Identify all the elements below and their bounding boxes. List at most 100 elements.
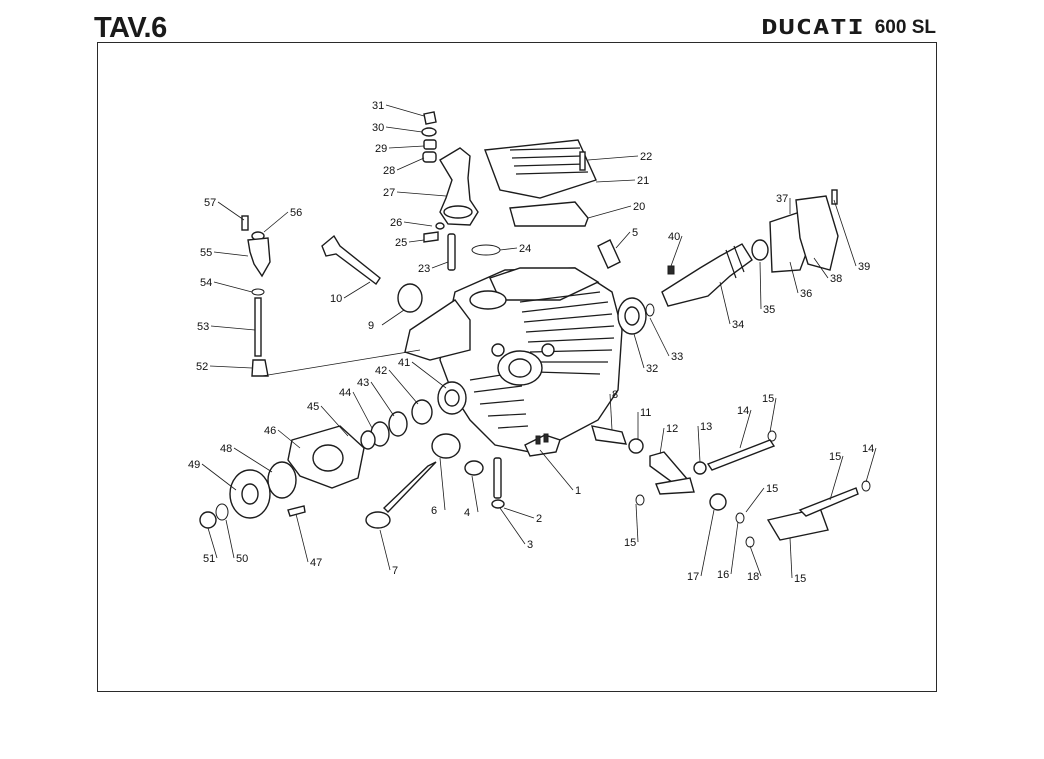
model-name: 600 SL <box>874 16 936 38</box>
callout-label-10: 10 <box>330 293 342 305</box>
callout-label-17: 17 <box>687 571 699 583</box>
callout-leaders <box>201 104 877 579</box>
callout-leader-12 <box>659 427 665 455</box>
callout-label-50: 50 <box>236 553 248 565</box>
callout-leader-52 <box>209 365 253 369</box>
callout-label-43: 43 <box>357 377 369 389</box>
callout-label-57: 57 <box>204 197 216 209</box>
callout-leader-13 <box>697 425 701 463</box>
callout-leader-41 <box>411 361 447 389</box>
callout-leader-18 <box>749 545 762 577</box>
callout-label-56: 56 <box>290 207 302 219</box>
callout-label-31: 31 <box>372 100 384 112</box>
callout-leader-29 <box>388 145 425 149</box>
camshaft-group <box>597 189 839 335</box>
callout-leader-15 <box>789 537 793 579</box>
callout-label-53: 53 <box>197 321 209 333</box>
callout-label-37: 37 <box>776 193 788 205</box>
tachometer-drive-group <box>241 215 423 377</box>
valve-and-stud-group <box>365 425 644 529</box>
callout-label-35: 35 <box>763 304 775 316</box>
callout-label-44: 44 <box>339 387 351 399</box>
callout-label-49: 49 <box>188 459 200 471</box>
callout-leader-55 <box>213 251 249 257</box>
callout-leader-15 <box>635 503 639 543</box>
callout-leader-22 <box>587 155 639 161</box>
callout-leader-27 <box>396 191 447 197</box>
callout-label-11: 11 <box>640 407 651 419</box>
callout-leader-24 <box>499 247 518 251</box>
callout-label-3: 3 <box>527 539 533 551</box>
callout-leader-50 <box>225 519 235 559</box>
callout-leader-31 <box>385 104 425 117</box>
callout-leader-17 <box>700 509 715 577</box>
callout-leader-28 <box>396 157 425 171</box>
callout-label-15: 15 <box>624 537 636 549</box>
callout-label-39: 39 <box>858 261 870 273</box>
callout-leader-5 <box>615 231 631 249</box>
callout-label-15: 15 <box>766 483 778 495</box>
callout-leader-26 <box>403 221 433 227</box>
callout-label-16: 16 <box>717 569 729 581</box>
callout-label-2: 2 <box>536 513 542 525</box>
callout-label-29: 29 <box>375 143 387 155</box>
callout-leader-9 <box>381 309 405 326</box>
valve-cover-group <box>484 139 597 227</box>
callout-leader-3 <box>499 507 526 545</box>
callout-leader-34 <box>719 281 731 325</box>
callout-leader-15 <box>829 455 844 501</box>
callout-label-48: 48 <box>220 443 232 455</box>
callout-leader-15 <box>769 397 777 433</box>
callout-label-41: 41 <box>398 357 410 369</box>
callout-leader-47 <box>295 513 309 563</box>
callout-leader-33 <box>649 317 670 357</box>
callout-label-20: 20 <box>633 201 645 213</box>
callout-leader-30 <box>385 126 423 133</box>
callout-leader-20 <box>587 205 632 219</box>
callout-label-8: 8 <box>612 389 618 401</box>
callout-leader-14 <box>865 447 877 483</box>
callout-label-7: 7 <box>392 565 398 577</box>
callout-label-25: 25 <box>395 237 407 249</box>
callout-label-12: 12 <box>666 423 678 435</box>
callout-leader-40 <box>670 235 683 267</box>
callout-label-24: 24 <box>519 243 531 255</box>
callout-label-6: 6 <box>431 505 437 517</box>
callout-leader-35 <box>759 261 762 310</box>
callout-leader-16 <box>730 521 739 575</box>
callout-label-47: 47 <box>310 557 322 569</box>
callout-leader-14 <box>739 409 752 449</box>
callout-label-15: 15 <box>794 573 806 585</box>
callout-label-54: 54 <box>200 277 212 289</box>
callout-leader-56 <box>263 211 289 233</box>
callout-label-45: 45 <box>307 401 319 413</box>
callout-leader-46 <box>277 429 301 449</box>
callout-label-13: 13 <box>700 421 712 433</box>
callout-label-42: 42 <box>375 365 387 377</box>
callout-label-22: 22 <box>640 151 652 163</box>
callout-label-52: 52 <box>196 361 208 373</box>
callout-leader-2 <box>503 507 535 519</box>
callout-leader-57 <box>217 201 245 221</box>
callout-leader-8 <box>609 393 613 431</box>
callout-label-18: 18 <box>747 571 759 583</box>
intake-manifold-group <box>421 111 501 271</box>
brand-header: DUCATI 600 SL <box>761 12 936 43</box>
callout-leader-44 <box>352 391 373 429</box>
callout-label-1: 1 <box>575 485 581 497</box>
callout-label-40: 40 <box>668 231 680 243</box>
callout-label-27: 27 <box>383 187 395 199</box>
callout-label-36: 36 <box>800 288 812 300</box>
rocker-arm-group <box>635 430 871 548</box>
callout-label-26: 26 <box>390 217 402 229</box>
callout-leader-7 <box>379 529 391 571</box>
callout-leader-54 <box>213 281 253 293</box>
callout-label-46: 46 <box>264 425 276 437</box>
callout-leader-45 <box>320 405 349 437</box>
callout-label-9: 9 <box>368 320 374 332</box>
callout-label-21: 21 <box>637 175 649 187</box>
diagram-frame <box>97 42 937 692</box>
callout-leader-38 <box>813 257 829 279</box>
callout-leader-23 <box>431 261 449 269</box>
